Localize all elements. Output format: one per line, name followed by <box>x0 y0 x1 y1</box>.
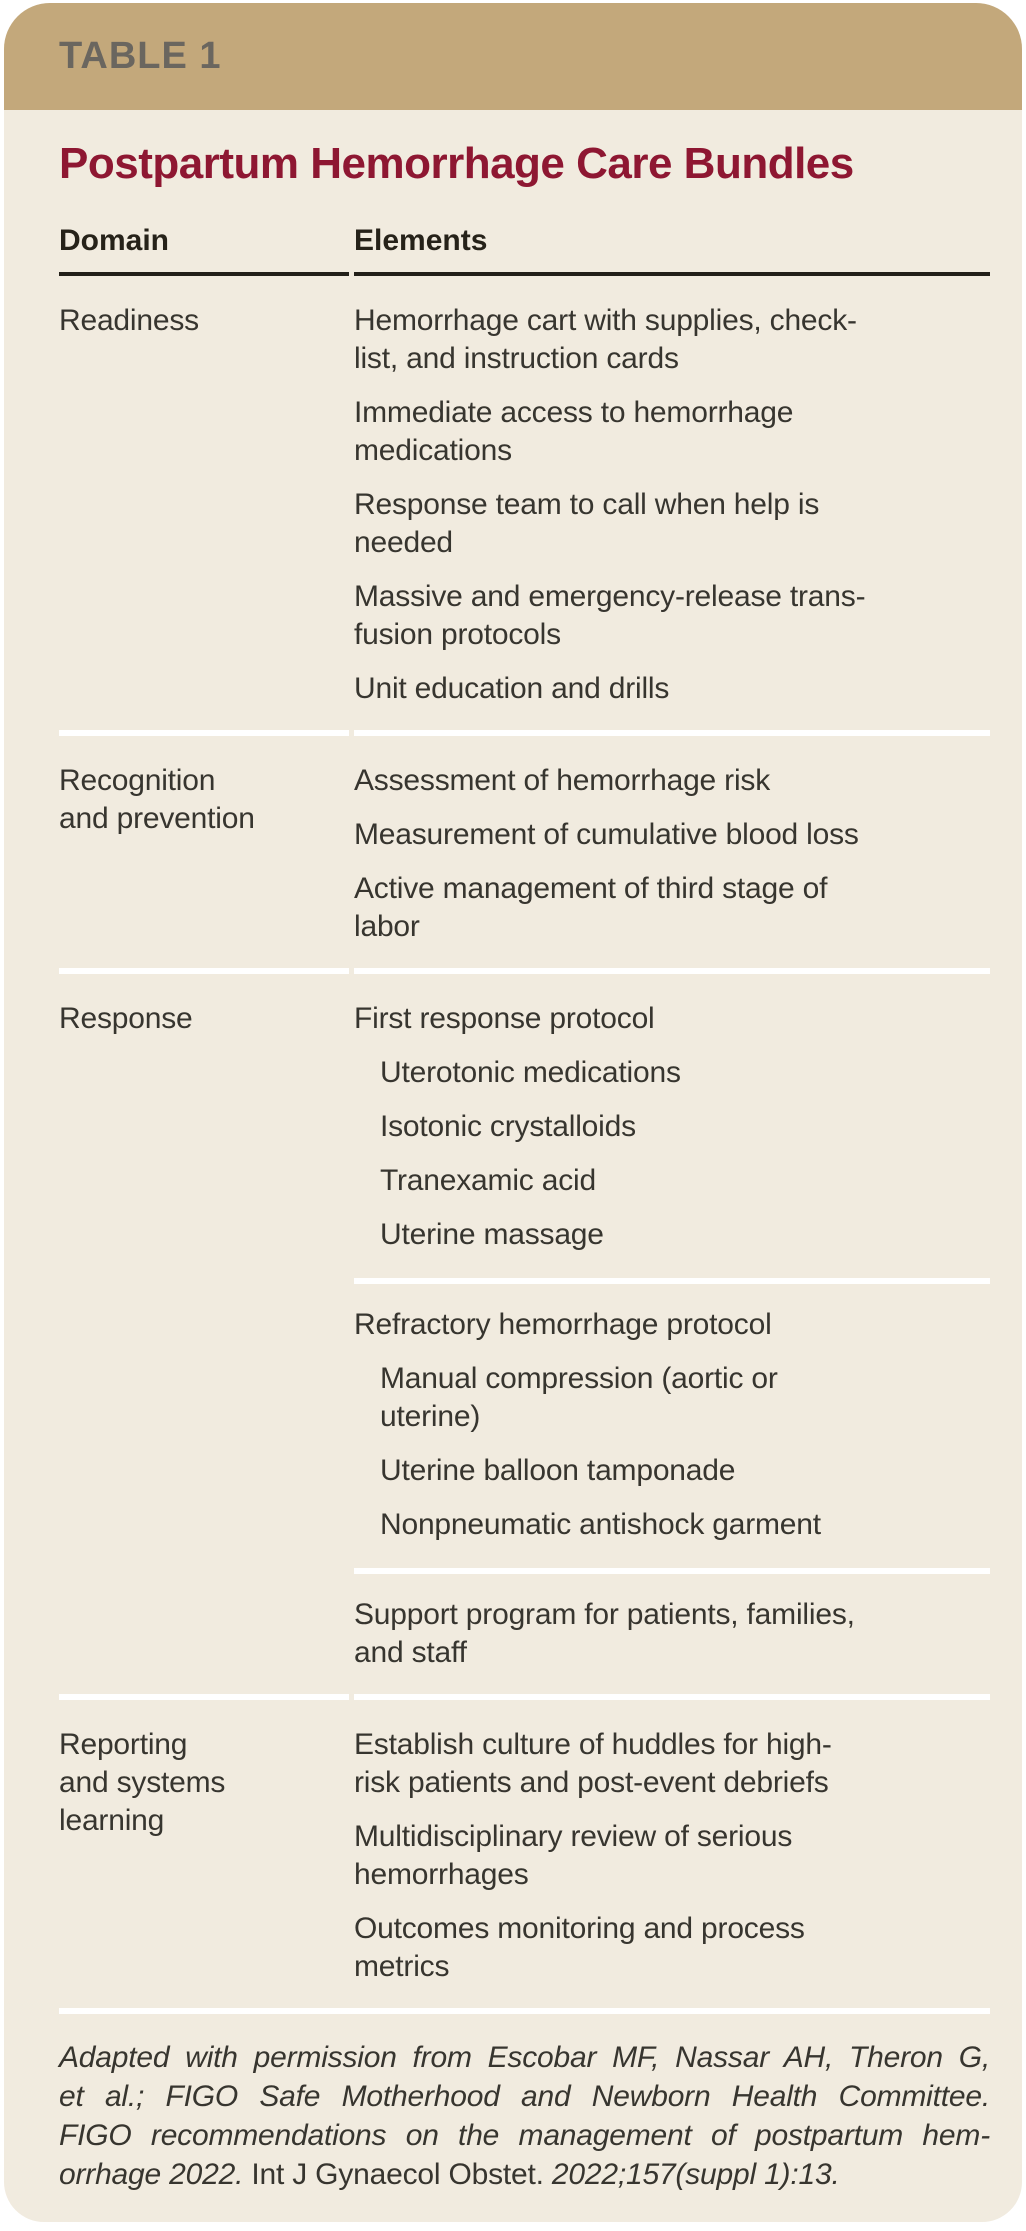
element-item: Uterine balloon tamponade <box>380 1454 736 1487</box>
table-tag-band: TABLE 1 <box>4 3 1022 110</box>
table-body: Postpartum Hemorrhage Care Bundles Domai… <box>4 138 1022 2222</box>
element-item: Manual compression (aortic or uterine) <box>380 1362 778 1433</box>
footnote-segment: 2022;157(suppl 1):13. <box>551 2158 840 2191</box>
footnote-line: et al.; FIGO Safe Motherhood and Newborn… <box>59 2077 990 2116</box>
domain-cell: Readiness <box>59 304 199 337</box>
footnote-segment: Adapted with permission from Escobar MF,… <box>59 2041 990 2074</box>
element-group: Establish culture of huddles for high- r… <box>354 1726 990 1986</box>
element-item: First response protocol <box>354 1002 655 1035</box>
table-title: Postpartum Hemorrhage Care Bundles <box>59 139 854 188</box>
element-item: Immediate access to hemorrhage medicatio… <box>354 396 794 467</box>
element-item: Uterotonic medications <box>380 1056 681 1089</box>
element-item: Massive and emergency-release trans- fus… <box>354 580 866 651</box>
element-item: Isotonic crystalloids <box>380 1110 636 1143</box>
footnote-line: FIGO recommendations on the management o… <box>59 2116 990 2155</box>
column-header-domain: Domain <box>59 190 349 276</box>
domain-cell: Recognition and prevention <box>59 730 349 968</box>
element-item: Assessment of hemorrhage risk <box>354 764 771 797</box>
elements-cell: Hemorrhage cart with supplies, check- li… <box>354 276 990 730</box>
element-item: Tranexamic acid <box>380 1164 596 1197</box>
care-bundles-table: Domain Elements Readiness Hemorrhage cart… <box>59 190 990 2008</box>
element-item: Active management of third stage of labo… <box>354 872 828 943</box>
element-item: Outcomes monitoring and process metrics <box>354 1912 805 1983</box>
footnote-segment: et al.; FIGO Safe Motherhood and Newborn… <box>59 2080 990 2113</box>
element-group: Hemorrhage cart with supplies, check- li… <box>354 302 990 708</box>
footnote-line: Adapted with permission from Escobar MF,… <box>59 2038 990 2077</box>
element-item: Nonpneumatic antishock garment <box>380 1508 821 1541</box>
domain-cell: Reporting and systems learning <box>59 1694 349 2008</box>
element-item: Support program for patients, families, … <box>354 1598 855 1669</box>
footnote-line: orrhage 2022. Int J Gynaecol Obstet. 202… <box>59 2155 990 2194</box>
domain-cell: Response <box>59 968 349 1694</box>
footnote-segment: Int J Gynaecol Obstet. <box>251 2158 552 2191</box>
element-item: Measurement of cumulative blood loss <box>354 818 859 851</box>
element-item: Uterine massage <box>380 1218 604 1251</box>
table-card: TABLE 1 Postpartum Hemorrhage Care Bundl… <box>4 3 1022 2222</box>
element-group: Support program for patients, families, … <box>354 1596 990 1672</box>
footnote-segment: orrhage 2022. <box>59 2158 252 2191</box>
element-item: Hemorrhage cart with supplies, check- li… <box>354 304 857 375</box>
element-item: Establish culture of huddles for high- r… <box>354 1728 832 1799</box>
elements-cell: Establish culture of huddles for high- r… <box>354 1694 990 2008</box>
element-item: Multidisciplinary review of serious hemo… <box>354 1820 793 1891</box>
column-header-elements: Elements <box>354 190 990 276</box>
element-item: Response team to call when help is neede… <box>354 488 820 559</box>
element-item: Unit education and drills <box>354 672 670 705</box>
table-tag: TABLE 1 <box>59 35 222 77</box>
footnote-segment: FIGO recommendations on the management o… <box>59 2119 990 2152</box>
footnote: Adapted with permission from Escobar MF,… <box>59 2008 990 2222</box>
element-item: Refractory hemorrhage protocol <box>354 1308 772 1341</box>
